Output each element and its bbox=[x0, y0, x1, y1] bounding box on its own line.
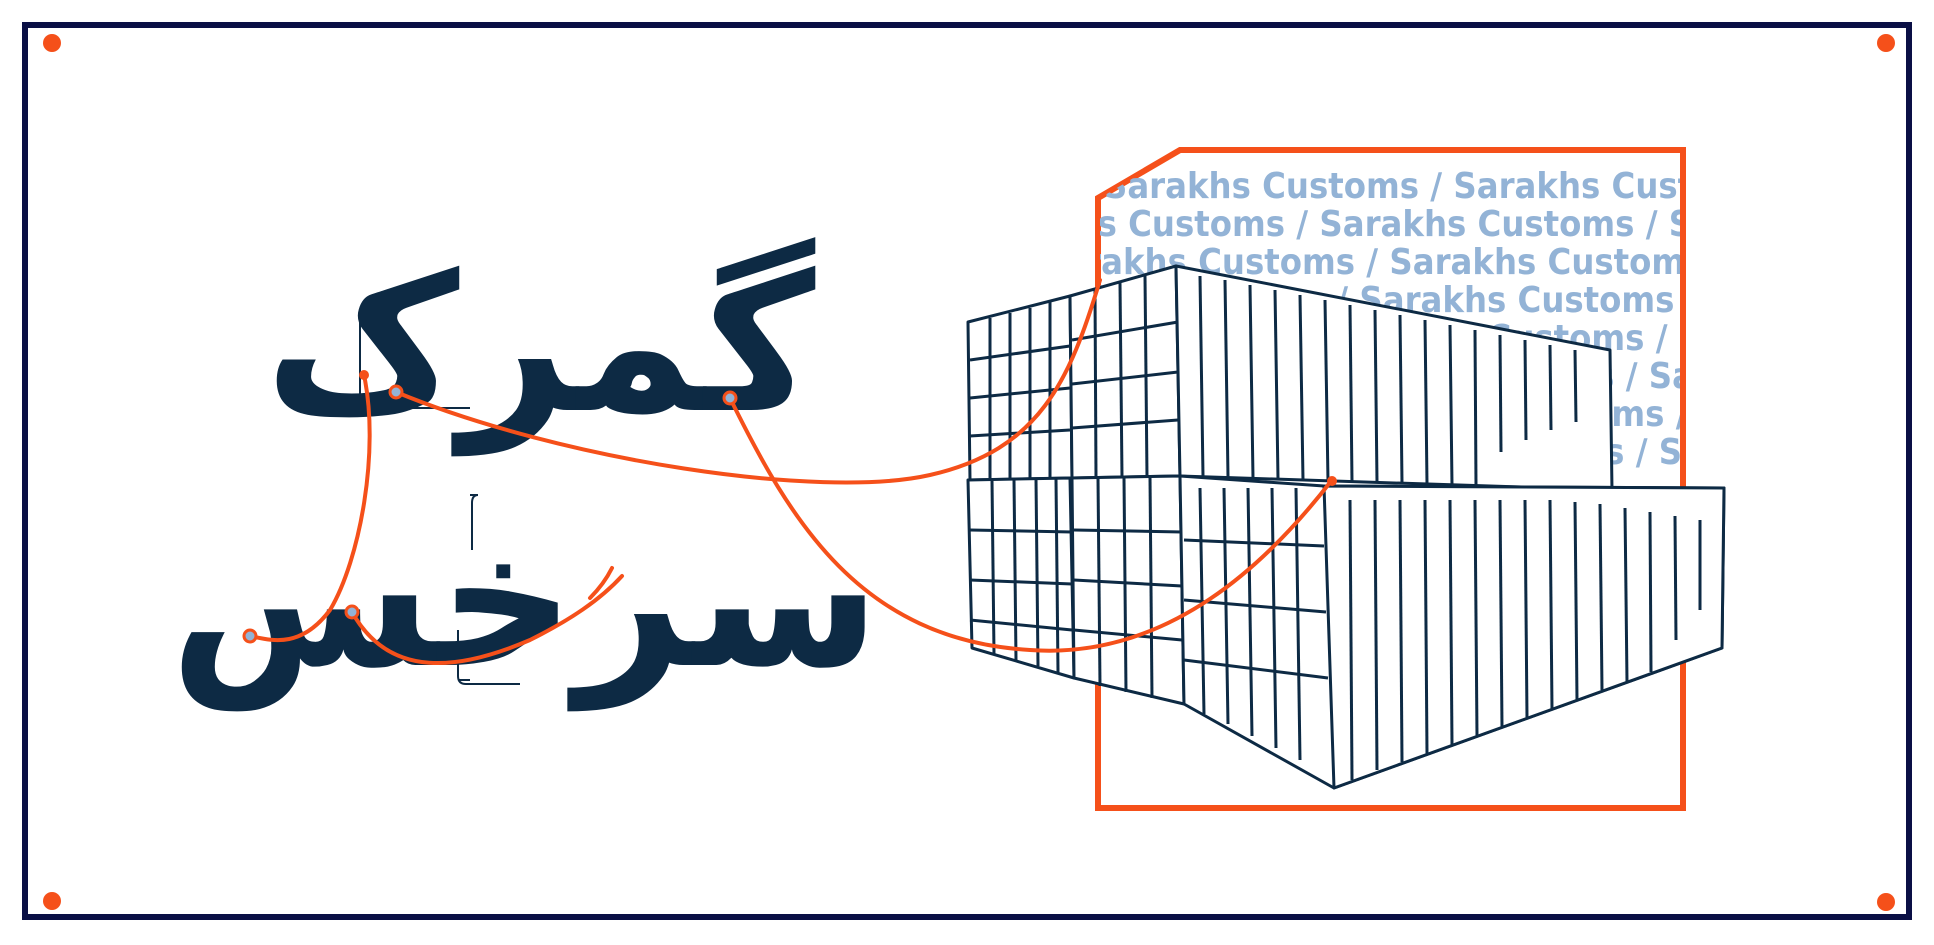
title-line-1: گمرک bbox=[265, 234, 816, 457]
knot-dot-icon bbox=[1327, 476, 1337, 486]
orange-threads bbox=[248, 278, 1334, 666]
title-line-2: سرخس bbox=[170, 489, 881, 712]
pattern-text-row: Sarakhs Customs / Sarakhs Customs / Sara… bbox=[970, 204, 1934, 245]
knot-dot-icon bbox=[359, 370, 369, 380]
orange-outline-frame bbox=[1095, 147, 1686, 811]
pattern-text-row: Sarakhs Customs / Sarakhs Customs / Sara… bbox=[1104, 166, 1934, 207]
thread-knots bbox=[242, 370, 1337, 644]
dot-icon bbox=[43, 34, 61, 52]
dot-icon bbox=[1877, 34, 1895, 52]
knot-dot-icon bbox=[344, 604, 360, 620]
connector-brackets bbox=[359, 311, 520, 685]
knot-dot-icon bbox=[388, 384, 404, 400]
dot-icon bbox=[1877, 893, 1895, 911]
knot-dot-icon bbox=[242, 628, 258, 644]
dot-icon bbox=[43, 892, 61, 910]
knot-dot-icon bbox=[722, 390, 738, 406]
